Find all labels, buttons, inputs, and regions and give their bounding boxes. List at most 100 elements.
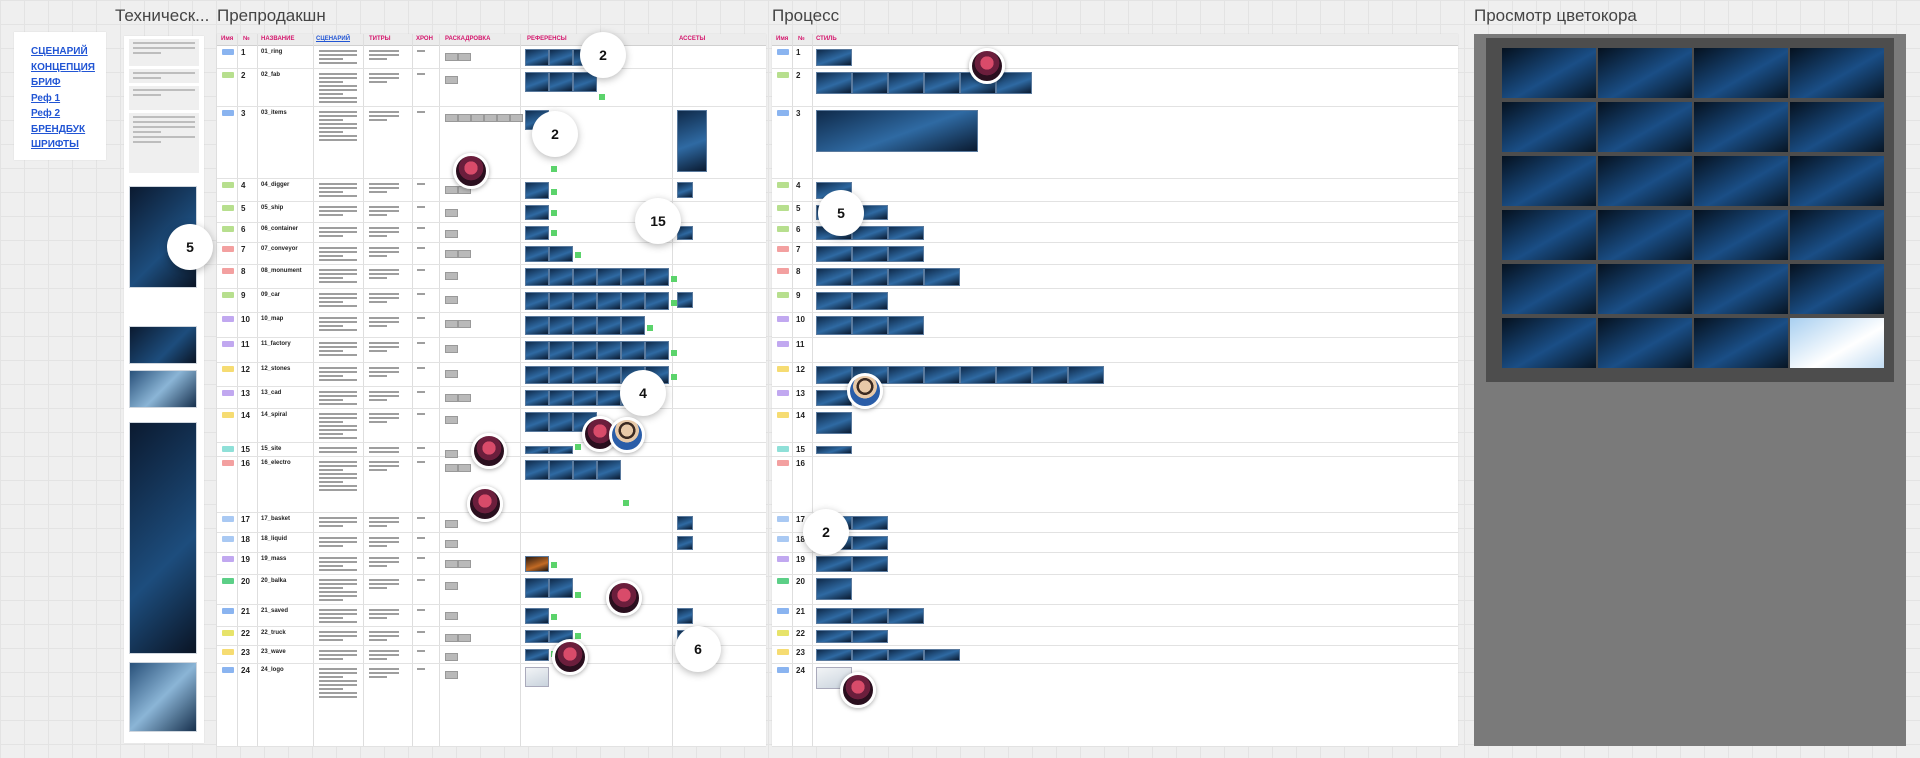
storyboard-sketch[interactable]	[458, 53, 471, 61]
storyboard-sketch[interactable]	[445, 450, 458, 458]
storyboard-sketch[interactable]	[484, 114, 497, 122]
reference-thumbnail[interactable]	[573, 268, 597, 286]
user-avatar[interactable]	[467, 486, 503, 522]
table-row[interactable]: 23	[772, 645, 1458, 664]
reference-thumbnail[interactable]	[525, 341, 549, 360]
storyboard-sketch[interactable]	[458, 114, 471, 122]
reference-thumbnail[interactable]	[525, 556, 549, 572]
style-frame-thumbnail[interactable]	[816, 649, 852, 661]
storyboard-sketch[interactable]	[445, 186, 458, 194]
table-row[interactable]: 9	[772, 288, 1458, 313]
color-graded-frame[interactable]	[1502, 48, 1596, 98]
table-row[interactable]: 17	[772, 512, 1458, 533]
user-avatar[interactable]	[609, 417, 645, 453]
table-row[interactable]: 5	[772, 201, 1458, 223]
user-avatar[interactable]	[606, 580, 642, 616]
storyboard-sketch[interactable]	[458, 394, 471, 402]
user-avatar[interactable]	[840, 672, 876, 708]
asset-thumbnail[interactable]	[677, 516, 693, 530]
storyboard-sketch[interactable]	[445, 296, 458, 304]
style-frame-thumbnail[interactable]	[816, 72, 852, 94]
table-row[interactable]: 6	[772, 222, 1458, 243]
style-frame-thumbnail[interactable]	[816, 246, 852, 262]
storyboard-sketch[interactable]	[445, 209, 458, 217]
reference-thumbnail[interactable]	[525, 49, 549, 66]
reference-thumbnail[interactable]	[645, 341, 669, 360]
reference-thumbnail[interactable]	[549, 268, 573, 286]
color-graded-frame[interactable]	[1502, 264, 1596, 314]
table-row[interactable]: 11	[772, 337, 1458, 363]
table-row[interactable]: 2	[772, 68, 1458, 107]
style-frame-thumbnail[interactable]	[816, 578, 852, 600]
color-graded-frame[interactable]	[1694, 102, 1788, 152]
reference-thumbnail[interactable]	[573, 366, 597, 384]
style-frame-thumbnail[interactable]	[852, 536, 888, 550]
tech-storyboard-image[interactable]	[129, 326, 197, 364]
storyboard-sketch[interactable]	[445, 394, 458, 402]
tech-frame-title[interactable]: Техническ...	[115, 6, 210, 25]
storyboard-sketch[interactable]	[497, 114, 510, 122]
storyboard-sketch[interactable]	[510, 114, 523, 122]
reference-thumbnail[interactable]	[573, 316, 597, 335]
style-frame-thumbnail[interactable]	[852, 268, 888, 286]
reference-thumbnail[interactable]	[645, 292, 669, 310]
reference-thumbnail[interactable]	[597, 366, 621, 384]
color-graded-frame[interactable]	[1598, 210, 1692, 260]
color-graded-frame[interactable]	[1694, 318, 1788, 368]
comment-count-bubble[interactable]: 6	[675, 626, 721, 672]
reference-thumbnail[interactable]	[573, 72, 597, 92]
reference-thumbnail[interactable]	[549, 390, 573, 406]
style-frame-thumbnail[interactable]	[816, 49, 852, 66]
reference-thumbnail[interactable]	[621, 316, 645, 335]
storyboard-sketch[interactable]	[445, 345, 458, 353]
style-frame-thumbnail[interactable]	[852, 246, 888, 262]
style-frame-thumbnail[interactable]	[816, 412, 852, 434]
reference-thumbnail[interactable]	[597, 390, 621, 406]
link-concept[interactable]: КОНЦЕПЦИЯ	[31, 61, 95, 73]
color-graded-frame[interactable]	[1790, 264, 1884, 314]
link-fonts[interactable]: ШРИФТЫ	[31, 139, 79, 150]
reference-thumbnail[interactable]	[525, 630, 549, 643]
color-graded-frame[interactable]	[1502, 318, 1596, 368]
style-frame-thumbnail[interactable]	[852, 72, 888, 94]
reference-thumbnail[interactable]	[549, 49, 573, 66]
storyboard-sketch[interactable]	[445, 114, 458, 122]
style-frame-thumbnail[interactable]	[888, 268, 924, 286]
reference-thumbnail[interactable]	[525, 446, 549, 454]
reference-thumbnail[interactable]	[549, 460, 573, 480]
style-frame-thumbnail[interactable]	[888, 608, 924, 624]
storyboard-sketch[interactable]	[445, 582, 458, 590]
storyboard-sketch[interactable]	[458, 250, 471, 258]
table-row[interactable]: 13	[772, 386, 1458, 409]
style-frame-thumbnail[interactable]	[996, 366, 1032, 384]
style-frame-thumbnail[interactable]	[816, 316, 852, 335]
storyboard-sketch[interactable]	[458, 464, 471, 472]
reference-thumbnail[interactable]	[525, 72, 549, 92]
storyboard-sketch[interactable]	[458, 560, 471, 568]
reference-thumbnail[interactable]	[525, 268, 549, 286]
style-frame-thumbnail[interactable]	[924, 268, 960, 286]
style-frame-thumbnail[interactable]	[888, 226, 924, 240]
color-graded-frame[interactable]	[1790, 156, 1884, 206]
style-frame-thumbnail[interactable]	[816, 446, 852, 454]
tech-storyboard-image[interactable]	[129, 370, 197, 408]
reference-thumbnail[interactable]	[549, 316, 573, 335]
table-row[interactable]: 18	[772, 532, 1458, 553]
color-graded-frame[interactable]	[1598, 102, 1692, 152]
style-frame-thumbnail[interactable]	[1068, 366, 1104, 384]
table-row[interactable]: 3	[772, 106, 1458, 179]
reference-thumbnail[interactable]	[549, 292, 573, 310]
style-frame-thumbnail[interactable]	[1032, 366, 1068, 384]
storyboard-sketch[interactable]	[445, 464, 458, 472]
reference-thumbnail[interactable]	[621, 292, 645, 310]
